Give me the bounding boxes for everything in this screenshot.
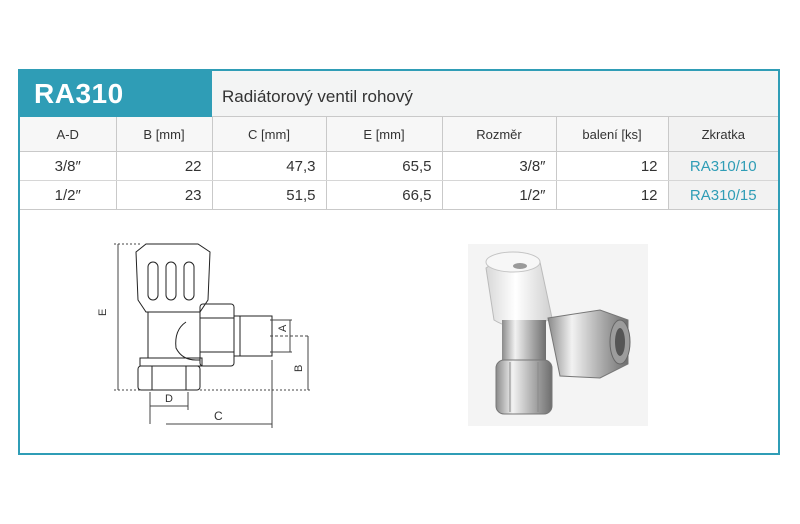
drawing-lines — [114, 243, 310, 428]
dim-label-b: B — [293, 365, 305, 372]
cell-a-d: 1/2″ — [20, 180, 117, 210]
cell-zkratka-link[interactable]: RA310/10 — [668, 151, 778, 181]
cell-e: 65,5 — [326, 151, 443, 181]
product-header: RA310 Radiátorový ventil rohový — [20, 71, 778, 117]
col-header-c: C [mm] — [212, 117, 327, 152]
dim-label-a: A — [277, 324, 289, 332]
col-header-zkratka: Zkratka — [668, 117, 778, 152]
dim-label-e: E — [97, 309, 109, 316]
product-title: Radiátorový ventil rohový — [222, 87, 413, 106]
table-header-row: A-D B [mm] C [mm] E [mm] Rozměr balení [… — [20, 117, 778, 152]
table-row: 1/2″ 23 51,5 66,5 1/2″ 12 RA310/15 — [20, 180, 778, 210]
product-card: RA310 Radiátorový ventil rohový A-D B [m… — [18, 69, 780, 455]
cell-e: 66,5 — [326, 180, 443, 210]
cell-a-d: 3/8″ — [20, 151, 117, 181]
col-header-baleni: balení [ks] — [556, 117, 669, 152]
col-header-b: B [mm] — [116, 117, 213, 152]
col-header-e: E [mm] — [326, 117, 443, 152]
cell-c: 51,5 — [212, 180, 327, 210]
cell-c: 47,3 — [212, 151, 327, 181]
product-title-bar: Radiátorový ventil rohový — [212, 71, 778, 117]
cell-rozmer: 1/2″ — [442, 180, 557, 210]
table-row: 3/8″ 22 47,3 65,5 3/8″ 12 RA310/10 — [20, 151, 778, 181]
cell-b: 22 — [116, 151, 213, 181]
col-header-rozmer: Rozměr — [442, 117, 557, 152]
cell-zkratka-link[interactable]: RA310/15 — [668, 180, 778, 210]
dim-label-d: D — [165, 393, 173, 405]
cell-b: 23 — [116, 180, 213, 210]
dim-label-c: C — [214, 409, 223, 423]
cell-baleni: 12 — [556, 180, 669, 210]
spec-table: A-D B [mm] C [mm] E [mm] Rozměr balení [… — [20, 117, 778, 210]
product-code: RA310 — [20, 71, 212, 117]
col-header-a-d: A-D — [20, 117, 117, 152]
cell-rozmer: 3/8″ — [442, 151, 557, 181]
cell-baleni: 12 — [556, 151, 669, 181]
